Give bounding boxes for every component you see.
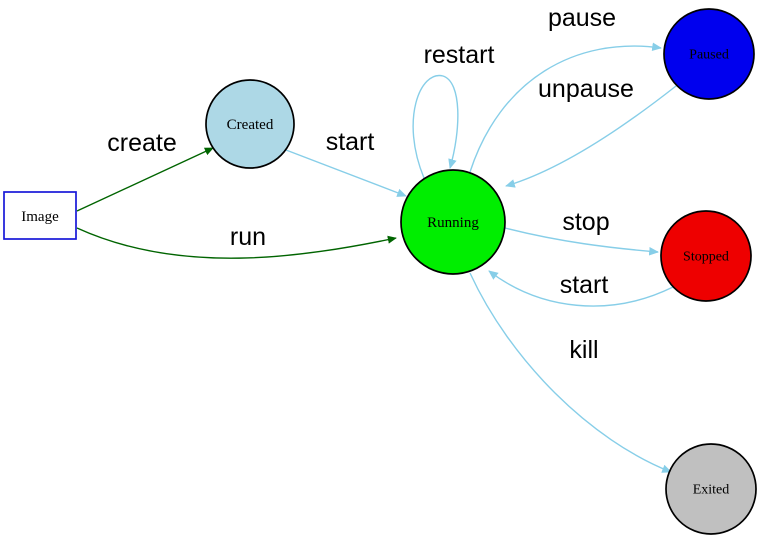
edges-layer (76, 42, 677, 473)
node-stopped-label: Stopped (683, 250, 729, 265)
node-image[interactable]: Image (3, 191, 77, 240)
node-paused[interactable]: Paused (663, 8, 755, 100)
edge-label-create: create (107, 129, 176, 157)
edge-start-stopped[interactable] (488, 270, 674, 307)
edge-pause[interactable] (469, 42, 662, 173)
edge-label-start-created: start (326, 128, 375, 156)
node-exited-shape[interactable] (665, 443, 757, 535)
edge-label-start-stopped: start (560, 271, 609, 299)
node-paused-label: Paused (689, 48, 729, 63)
node-created[interactable]: Created (205, 79, 295, 169)
edge-label-kill: kill (569, 336, 598, 364)
edge-label-stop: stop (562, 208, 609, 236)
edge-run[interactable] (76, 227, 397, 259)
node-running-label: Running (427, 215, 479, 231)
edge-labels-layer: create run start restart pause unpause s… (107, 4, 634, 364)
edge-label-run: run (230, 223, 266, 251)
node-image-label: Image (21, 209, 59, 225)
node-stopped-shape[interactable] (660, 210, 752, 302)
edge-stop[interactable] (504, 227, 659, 256)
edge-label-pause: pause (548, 4, 616, 32)
edge-unpause[interactable] (505, 85, 677, 188)
node-running[interactable]: Running (400, 169, 506, 275)
nodes-layer: Image Created Running Paused Stopped (3, 8, 757, 535)
node-paused-shape[interactable] (663, 8, 755, 100)
edge-kill[interactable] (469, 272, 672, 473)
edge-label-unpause: unpause (538, 75, 634, 103)
node-exited-label: Exited (693, 483, 730, 498)
edge-label-restart: restart (424, 41, 495, 69)
edge-start-created[interactable] (285, 149, 407, 197)
node-running-shape[interactable] (400, 169, 506, 275)
edge-restart[interactable] (412, 74, 459, 179)
node-created-shape[interactable] (205, 79, 295, 169)
node-exited[interactable]: Exited (665, 443, 757, 535)
node-stopped[interactable]: Stopped (660, 210, 752, 302)
node-image-shape[interactable] (3, 191, 77, 240)
edge-create[interactable] (76, 147, 214, 212)
node-created-label: Created (227, 117, 274, 133)
